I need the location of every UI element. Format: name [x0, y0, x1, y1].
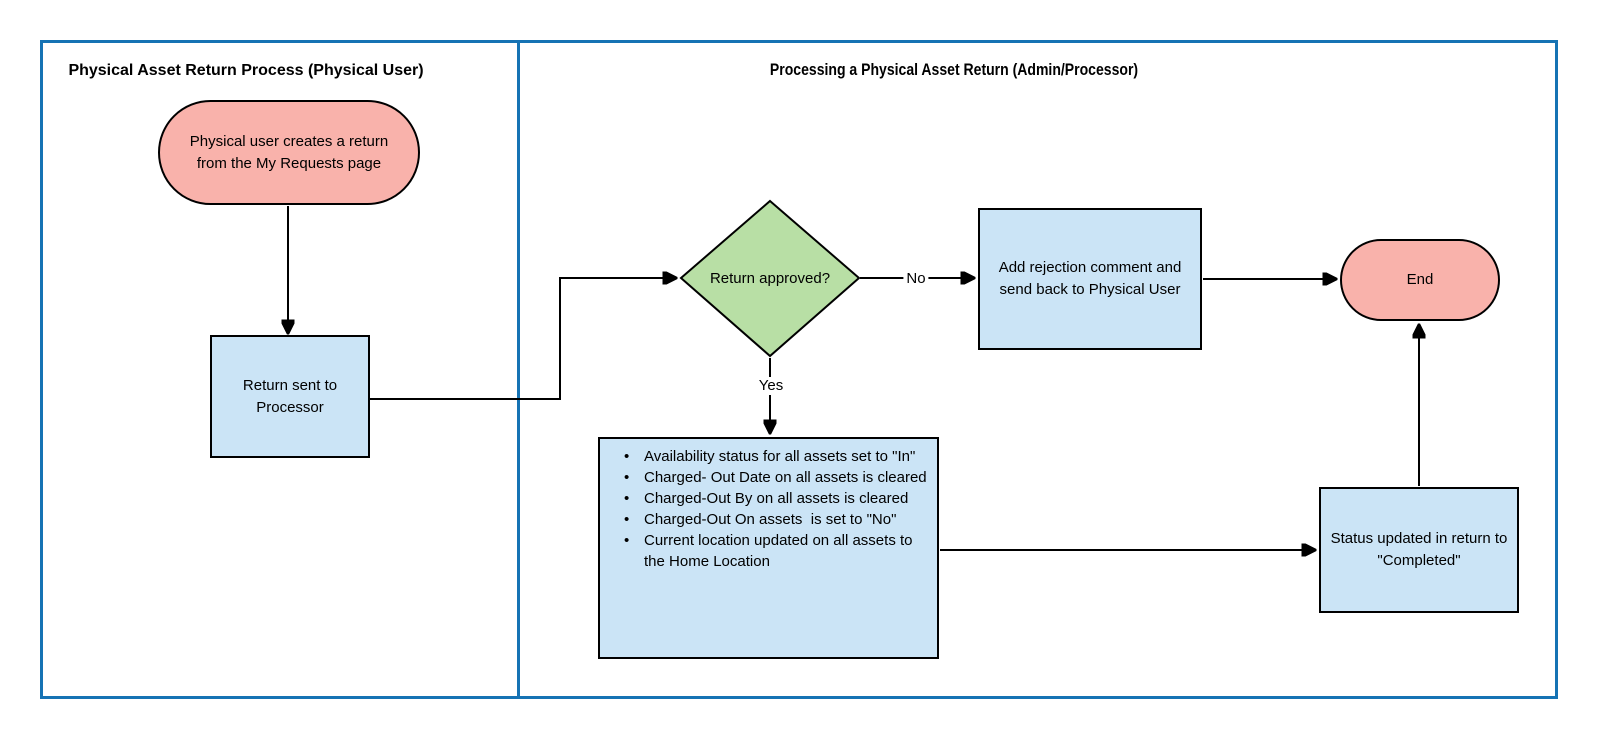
rejection-process-node: Add rejection comment and send back to P…	[978, 208, 1202, 350]
list-item: Availability status for all assets set t…	[620, 446, 929, 467]
edge-label-no: No	[903, 270, 929, 288]
start-terminator-node: Physical user creates a return from the …	[158, 100, 420, 205]
list-item: Charged-Out On assets is set to "No"	[620, 509, 929, 530]
edge-label-yes: Yes	[755, 377, 787, 395]
end-terminator-node: End	[1340, 239, 1500, 321]
lane-title-admin-processor: Processing a Physical Asset Return (Admi…	[769, 61, 1139, 79]
start-terminator-label: Physical user creates a return from the …	[189, 132, 389, 172]
decision-label: Return approved?	[709, 270, 831, 287]
list-item: Charged-Out By on all assets is cleared	[620, 488, 929, 509]
approved-actions-list: Availability status for all assets set t…	[620, 446, 929, 572]
status-updated-label: Status updated in return to "Completed"	[1330, 530, 1508, 569]
decision-diamond-shape	[679, 199, 861, 358]
list-item: Current location updated on all assets t…	[620, 530, 929, 572]
swimlane-frame	[40, 40, 1558, 699]
approved-actions-process-node: Availability status for all assets set t…	[598, 437, 939, 659]
return-sent-process-node: Return sent to Processor	[210, 335, 370, 458]
return-approved-decision-node: Return approved?	[679, 199, 861, 358]
lane-title-physical-user: Physical Asset Return Process (Physical …	[68, 62, 424, 79]
end-terminator-label: End	[1406, 271, 1434, 288]
edge-return-sent-to-decision	[370, 278, 676, 400]
list-item: Charged- Out Date on all assets is clear…	[620, 467, 929, 488]
status-updated-process-node: Status updated in return to "Completed"	[1319, 487, 1519, 613]
rejection-label: Add rejection comment and send back to P…	[998, 259, 1182, 298]
swimlane-divider	[517, 40, 520, 699]
return-sent-label: Return sent to Processor	[242, 376, 338, 416]
